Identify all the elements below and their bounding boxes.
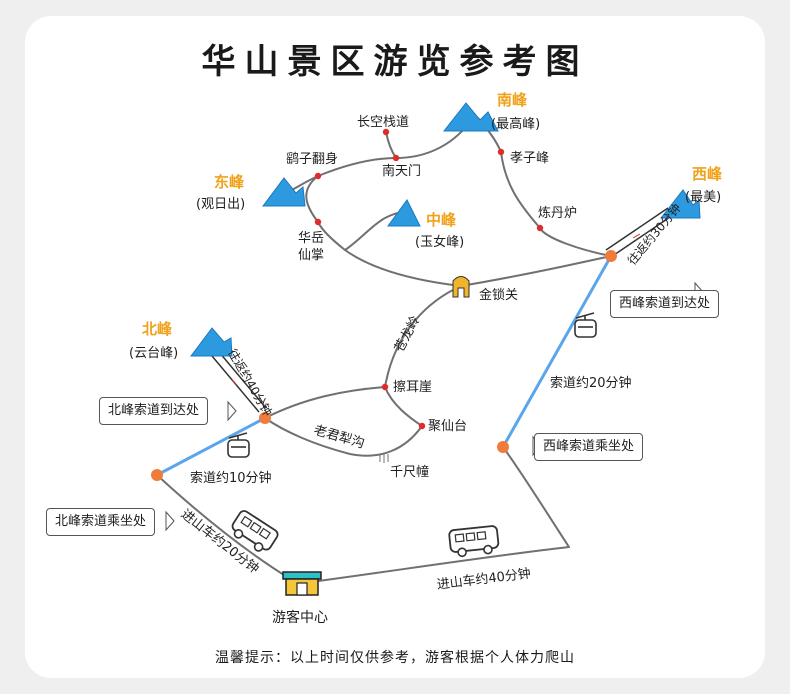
dot-changkong bbox=[382, 128, 390, 136]
cable-north bbox=[155, 416, 267, 477]
peak-north-name: 北峰 bbox=[142, 320, 173, 338]
spot-changkong: 长空栈道 bbox=[357, 115, 410, 130]
spot-liandan: 炼丹炉 bbox=[538, 206, 578, 221]
visitor-center-icon bbox=[282, 571, 322, 596]
spot-juxian: 聚仙台 bbox=[428, 419, 468, 434]
peak-north-sub: (云台峰) bbox=[129, 346, 179, 361]
trail-yaozi-nantianmen bbox=[317, 157, 397, 177]
footer-tip: 温馨提示：以上时间仅供参考，游客根据个人体力爬山 bbox=[215, 650, 575, 666]
page-title: 华山景区游览参考图 bbox=[201, 42, 589, 82]
peak-west-sub: (最美) bbox=[685, 190, 722, 205]
bus-west-icon bbox=[448, 525, 500, 558]
spot-caer: 擦耳崖 bbox=[393, 380, 433, 395]
arrow-north-arrive bbox=[227, 400, 237, 422]
jinsuo-gate-icon bbox=[452, 276, 470, 298]
peak-east-name: 东峰 bbox=[214, 173, 245, 191]
dot-nantianmen bbox=[392, 154, 400, 162]
trail-jinsuo-west bbox=[460, 255, 612, 287]
trail-caer-juxian bbox=[384, 386, 423, 427]
mountain-east-icon bbox=[262, 177, 306, 207]
dot-yaozi bbox=[314, 172, 322, 180]
route-north-cable: 索道约10分钟 bbox=[190, 471, 272, 486]
trail-laojun bbox=[264, 417, 423, 457]
spot-visitor-center: 游客中心 bbox=[272, 610, 328, 626]
station-west-board bbox=[497, 441, 509, 453]
callout-north-arrive: 北峰索道到达处 bbox=[99, 397, 209, 425]
cablecar-north-icon bbox=[227, 432, 250, 458]
peak-middle-sub: (玉女峰) bbox=[415, 235, 465, 250]
mountain-south-icon bbox=[442, 102, 499, 132]
arrow-north-board bbox=[165, 510, 175, 532]
bus-north-icon bbox=[231, 510, 279, 552]
rail-west-b bbox=[610, 214, 674, 258]
dot-xiaozi bbox=[497, 148, 505, 156]
mountain-middle-icon bbox=[387, 199, 421, 227]
dot-huayue bbox=[314, 218, 322, 226]
road-north-board bbox=[156, 474, 293, 581]
peak-east-sub: (观日出) bbox=[196, 197, 246, 212]
trail-changkong bbox=[385, 131, 397, 159]
mountain-north-icon bbox=[190, 327, 233, 357]
peak-south-sub: (最高峰) bbox=[491, 117, 541, 132]
spot-jinsuo: 金锁关 bbox=[479, 288, 519, 303]
trail-visitor-west bbox=[310, 446, 570, 583]
spot-huayue-2: 仙掌 bbox=[298, 248, 325, 263]
mountain-west-icon bbox=[659, 189, 701, 219]
trail-canglong bbox=[384, 285, 462, 388]
dot-caer bbox=[381, 383, 389, 391]
callout-west-arrive: 西峰索道到达处 bbox=[610, 290, 720, 318]
callout-north-board: 北峰索道乘坐处 bbox=[46, 508, 156, 536]
route-west-cable: 索道约20分钟 bbox=[550, 376, 632, 391]
dot-juxian bbox=[418, 422, 426, 430]
station-west-arrive bbox=[605, 250, 617, 262]
spot-xiaozi: 孝子峰 bbox=[510, 151, 550, 166]
station-north-arrive bbox=[259, 412, 271, 424]
callout-west-board: 西峰索道乘坐处 bbox=[534, 433, 644, 461]
station-north-board bbox=[151, 469, 163, 481]
peak-west-name: 西峰 bbox=[692, 165, 723, 183]
rail-west-a bbox=[605, 207, 669, 251]
peak-south-name: 南峰 bbox=[497, 91, 528, 109]
trail-west-south bbox=[477, 117, 612, 257]
rail-north-b bbox=[218, 351, 267, 409]
spot-yaozi: 鹞子翻身 bbox=[286, 152, 339, 167]
trail-jinsuo-east bbox=[305, 175, 462, 287]
spot-nantianmen: 南天门 bbox=[382, 164, 422, 179]
trail-nantianmen-south bbox=[395, 127, 466, 159]
qianchi-markers bbox=[379, 454, 389, 463]
spot-qianchi: 千尺幢 bbox=[390, 465, 430, 480]
cable-west bbox=[501, 254, 613, 449]
dot-liandan bbox=[536, 224, 544, 232]
spot-huayue-1: 华岳 bbox=[298, 231, 325, 246]
peak-middle-name: 中峰 bbox=[426, 211, 457, 229]
cablecar-west-icon bbox=[574, 312, 597, 338]
map-card bbox=[25, 16, 765, 678]
trail-north-caer bbox=[264, 386, 386, 419]
